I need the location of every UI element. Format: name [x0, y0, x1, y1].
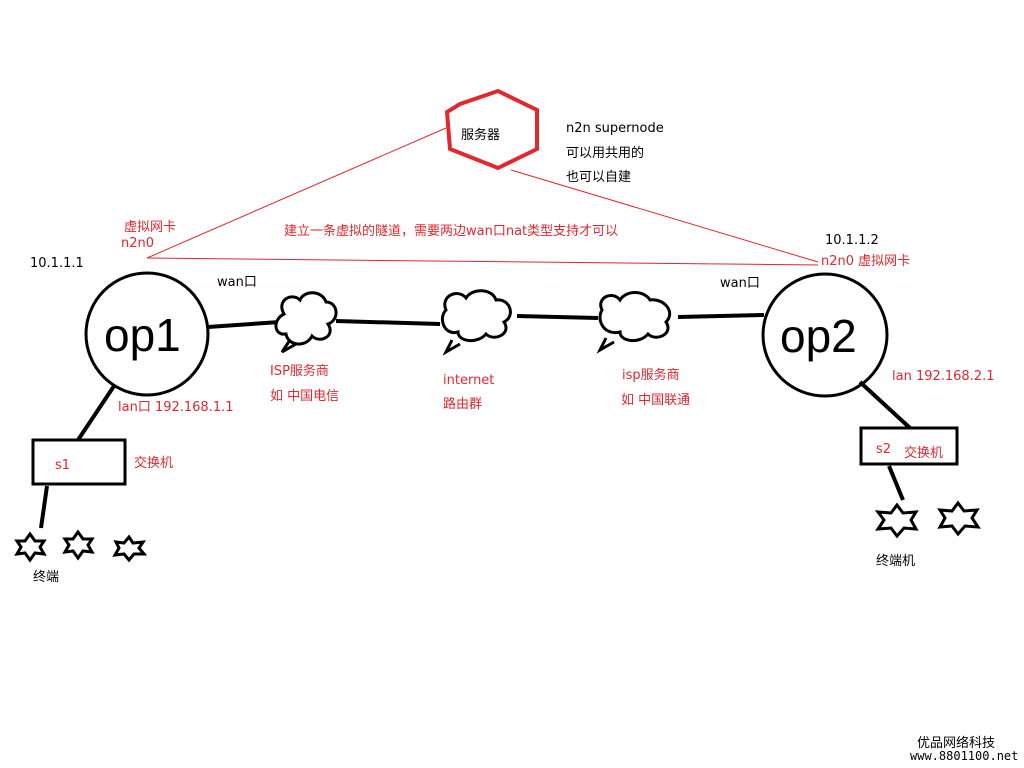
- op2-ip: 10.1.1.2: [825, 233, 879, 248]
- watermark-company: 优品网络科技: [917, 736, 996, 751]
- cloud1-line2: 如 中国电信: [270, 389, 340, 404]
- cloud3-line2: 如 中国联通: [621, 393, 691, 408]
- s2-terminal-label: 终端机: [876, 554, 916, 569]
- link-op2-s2: [858, 380, 912, 430]
- link-s1-terminal: [39, 485, 49, 529]
- op1-ip: 10.1.1.1: [30, 256, 84, 271]
- server-note-line2: 可以用共用的: [566, 146, 645, 161]
- link-cloud3-op2: [677, 313, 765, 319]
- link-s2-terminal: [887, 465, 905, 501]
- terminal-star-4: [874, 502, 919, 539]
- switch-s2: [859, 426, 959, 466]
- s1-terminal-label: 终端: [33, 570, 60, 585]
- terminal-star-5: [937, 500, 981, 537]
- link-cloud1-cloud2: [335, 319, 441, 326]
- server-note-line3: 也可以自建: [566, 170, 632, 185]
- cloud-isp2: [596, 291, 672, 354]
- s2-type-label: 交换机: [904, 446, 944, 461]
- server-label: 服务器: [461, 128, 501, 143]
- tunnel-line-base: [146, 257, 819, 266]
- cloud2-line1: internet: [443, 373, 495, 388]
- cloud1-line1: ISP服务商: [270, 364, 329, 379]
- s2-label: s2: [876, 442, 892, 457]
- tunnel-line-right: [510, 169, 819, 263]
- cloud2-line2: 路由群: [443, 397, 483, 412]
- server-note-line1: n2n supernode: [566, 121, 664, 136]
- cloud-internet: [441, 289, 512, 356]
- cloud3-line1: isp服务商: [622, 368, 680, 383]
- op2-lan-label: lan 192.168.2.1: [892, 369, 995, 384]
- op2-vnic: n2n0 虚拟网卡: [821, 254, 911, 269]
- op1-vnic-label: 虚拟网卡: [124, 220, 177, 235]
- link-op1-cloud1: [207, 320, 281, 329]
- switch-s1: [31, 438, 127, 486]
- op2-wan-label: wan口: [720, 276, 760, 291]
- terminal-star-3: [112, 534, 148, 563]
- s1-type-label: 交换机: [134, 456, 174, 471]
- terminal-star-1: [14, 531, 47, 563]
- link-op1-s1: [76, 384, 116, 442]
- op1-label: op1: [104, 309, 181, 361]
- op1-vnic-name: n2n0: [121, 236, 155, 251]
- op2-label: op2: [780, 310, 857, 362]
- s1-label: s1: [55, 458, 71, 473]
- server-hexagon: [444, 88, 539, 171]
- cloud-isp1: [274, 291, 338, 354]
- link-cloud2-cloud3: [516, 314, 599, 320]
- op2-circle: [761, 272, 889, 398]
- tunnel-line-left: [146, 127, 447, 259]
- op1-circle: [84, 271, 210, 397]
- op1-lan-label: lan口 192.168.1.1: [118, 400, 234, 415]
- op1-wan-label: wan口: [217, 275, 257, 290]
- watermark-url: www.8801100.net: [910, 749, 1019, 763]
- terminal-star-2: [62, 529, 95, 561]
- tunnel-label: 建立一条虚拟的隧道，需要两边wan口nat类型支持才可以: [284, 224, 619, 239]
